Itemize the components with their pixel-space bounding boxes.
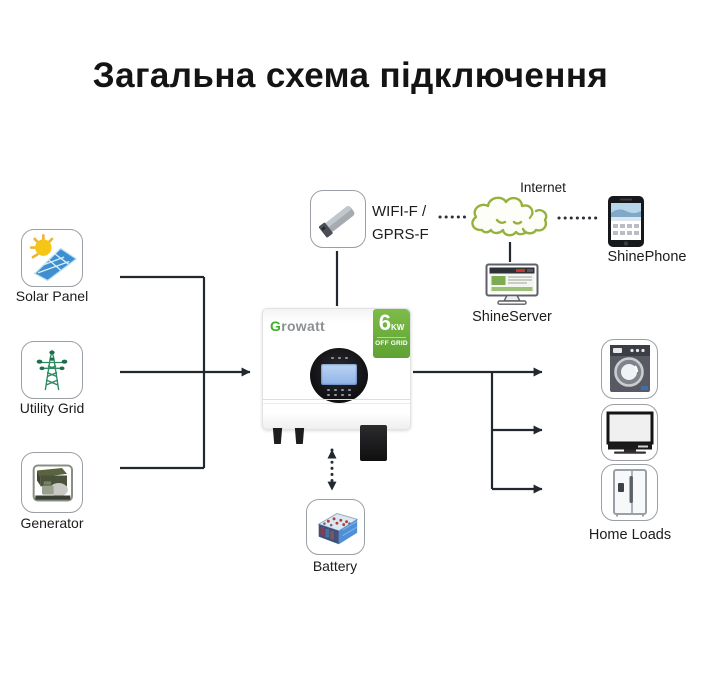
shineserver-device <box>485 263 539 306</box>
refrigerator-tile <box>601 464 658 521</box>
shinephone-device <box>607 195 645 248</box>
inverter-lower-seam2 <box>263 403 410 404</box>
wifi-label-line1: WIFI-F / <box>372 203 427 220</box>
power-badge: 6KW OFF GRID <box>373 309 410 358</box>
smartphone-icon <box>608 196 644 247</box>
growatt-inverter: Growatt 6KW OFF GRID <box>262 308 411 461</box>
tv-icon <box>606 411 653 454</box>
utility-grid-tile <box>21 341 83 399</box>
tv-tile <box>601 404 658 461</box>
cloud-icon <box>471 196 548 237</box>
generator-tile <box>21 452 83 513</box>
solar-panel-tile <box>21 229 83 287</box>
power-badge-divider <box>377 337 406 338</box>
washing-machine-tile <box>601 339 658 399</box>
growatt-logo-rest: rowatt <box>281 318 326 334</box>
internet-label: Internet <box>520 180 566 195</box>
inverter-lower-seam <box>263 399 410 400</box>
solar-panel-label: Solar Panel <box>15 288 89 304</box>
refrigerator-icon <box>612 468 647 516</box>
solar-panel-icon <box>29 234 78 282</box>
display-button-dots-row2 <box>310 394 368 396</box>
growatt-logo: Growatt <box>270 318 325 334</box>
page-title: Загальна схема підключення <box>92 56 609 95</box>
home-loads-label: Home Loads <box>588 527 672 543</box>
pv-connector-1 <box>272 428 283 444</box>
shineserver-label: ShineServer <box>472 309 552 325</box>
display-button-dots-row1 <box>310 389 368 391</box>
power-badge-value: 6 <box>378 310 391 335</box>
internet-cloud <box>467 189 553 243</box>
utility-grid-icon <box>36 349 68 391</box>
wifi-module-tile <box>310 190 366 248</box>
washing-machine-icon <box>609 345 650 392</box>
pv-connector-2 <box>294 428 305 444</box>
wifi-module-label: WIFI-F / GPRS-F <box>372 200 429 246</box>
battery-icon <box>317 513 358 545</box>
wifi-label-line2: GPRS-F <box>372 226 429 243</box>
battery-tile <box>306 499 365 555</box>
power-badge-mode: OFF GRID <box>375 340 408 347</box>
generator-label: Generator <box>20 515 84 531</box>
utility-grid-label: Utility Grid <box>19 400 85 416</box>
battery-label: Battery <box>312 558 358 574</box>
power-badge-unit: KW <box>390 323 405 332</box>
inverter-lcd-display <box>310 348 368 403</box>
battery-connector <box>360 425 387 461</box>
monitor-icon <box>485 263 539 305</box>
wifi-dongle-icon <box>318 205 355 238</box>
growatt-logo-initial: G <box>270 318 282 334</box>
display-indicator-dots <box>310 357 368 359</box>
lcd-screen <box>321 364 357 385</box>
generator-icon <box>32 464 73 501</box>
shinephone-label: ShinePhone <box>607 249 687 265</box>
